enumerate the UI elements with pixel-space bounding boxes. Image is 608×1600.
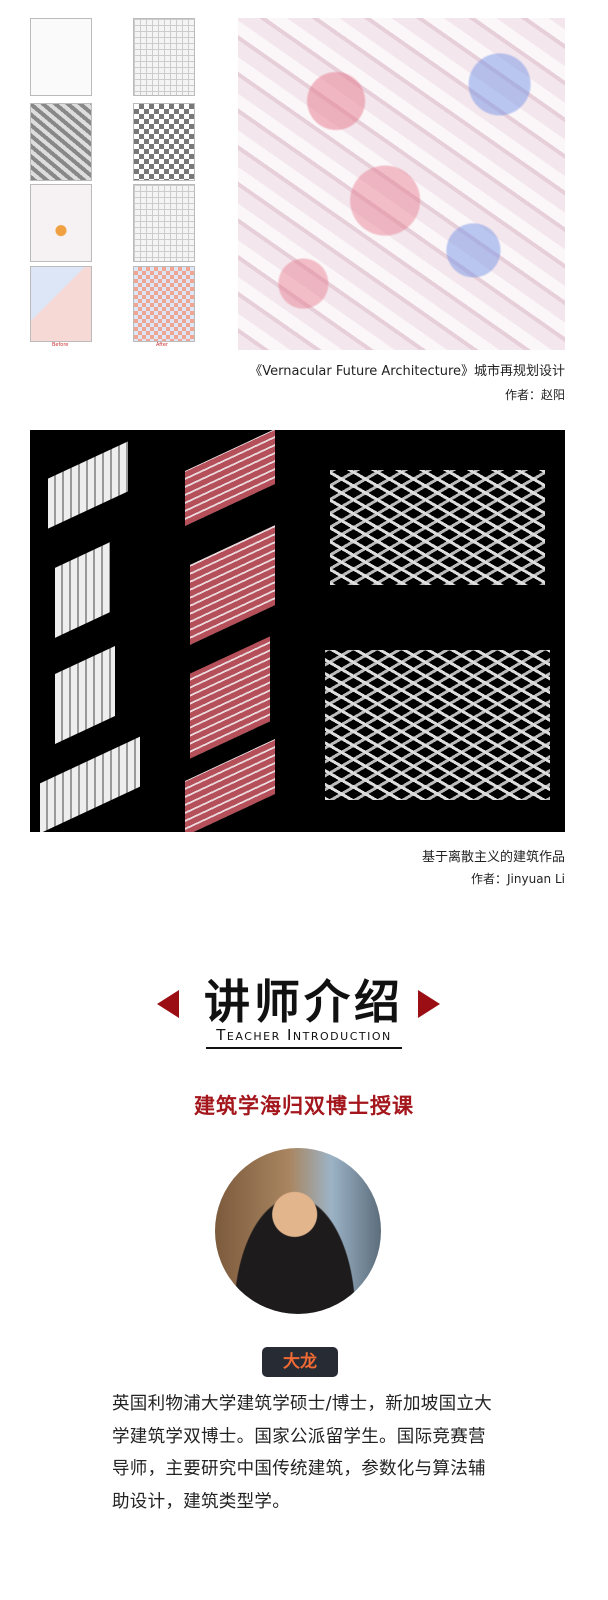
map-before-infrastructure	[30, 184, 92, 262]
work2-caption: 基于离散主义的建筑作品	[421, 850, 565, 865]
after-label: After	[156, 342, 169, 348]
section-title-en: Teacher Introduction	[216, 1026, 392, 1044]
map-before-zoning	[30, 266, 92, 342]
left-triangle-icon	[157, 990, 179, 1018]
work2-author: 作者：Jinyuan Li	[471, 872, 565, 886]
teacher-avatar	[215, 1148, 381, 1314]
urban-render-image	[238, 18, 565, 350]
work1-author: 作者：赵阳	[504, 388, 565, 402]
map-after-zoning	[133, 266, 195, 342]
teacher-name-badge: 大龙	[262, 1347, 338, 1377]
map-after-buildings	[133, 103, 195, 181]
before-label: Before	[52, 342, 69, 348]
teacher-bio: 英国利物浦大学建筑学硕士/博士，新加坡国立大学建筑学双博士。国家公派留学生。国际…	[112, 1394, 492, 1512]
map-before-roads	[30, 18, 92, 96]
map-before-buildings	[30, 103, 92, 181]
map-after-infrastructure	[133, 184, 195, 262]
section-title: 讲师介绍	[204, 975, 404, 1029]
section-subtitle: 建筑学海归双博士授课	[194, 1094, 414, 1118]
title-underline	[206, 1047, 402, 1049]
work1-caption: 《Vernacular Future Architecture》城市再规划设计	[249, 364, 565, 379]
discrete-architecture-image	[30, 430, 565, 832]
map-after-roads	[133, 18, 195, 96]
right-triangle-icon	[418, 990, 440, 1018]
